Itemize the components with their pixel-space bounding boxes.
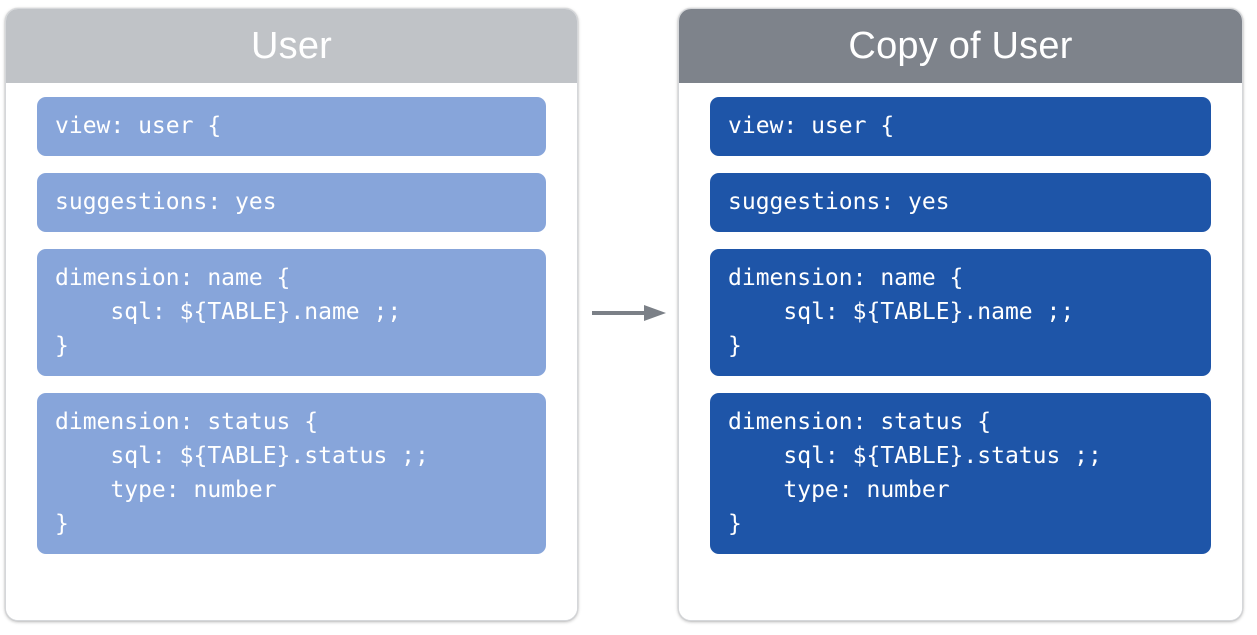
card-user[interactable]: User view: user { suggestions: yes dimen…	[5, 8, 578, 621]
card-user-title: User	[6, 9, 577, 83]
arrow-head	[644, 305, 666, 321]
card-copy-of-user-title: Copy of User	[679, 9, 1242, 83]
code-block-view[interactable]: view: user {	[37, 97, 546, 156]
code-block-dimension-name[interactable]: dimension: name { sql: ${TABLE}.name ;; …	[710, 249, 1211, 376]
code-block-dimension-status[interactable]: dimension: status { sql: ${TABLE}.status…	[710, 393, 1211, 554]
code-block-suggestions[interactable]: suggestions: yes	[37, 173, 546, 232]
right-arrow-icon	[592, 305, 666, 321]
card-copy-of-user[interactable]: Copy of User view: user { suggestions: y…	[678, 8, 1243, 621]
card-user-body: view: user { suggestions: yes dimension:…	[6, 83, 577, 620]
arrow-shaft	[592, 311, 648, 315]
code-block-view[interactable]: view: user {	[710, 97, 1211, 156]
code-block-suggestions[interactable]: suggestions: yes	[710, 173, 1211, 232]
code-block-dimension-name[interactable]: dimension: name { sql: ${TABLE}.name ;; …	[37, 249, 546, 376]
code-block-dimension-status[interactable]: dimension: status { sql: ${TABLE}.status…	[37, 393, 546, 554]
card-copy-of-user-body: view: user { suggestions: yes dimension:…	[679, 83, 1242, 620]
